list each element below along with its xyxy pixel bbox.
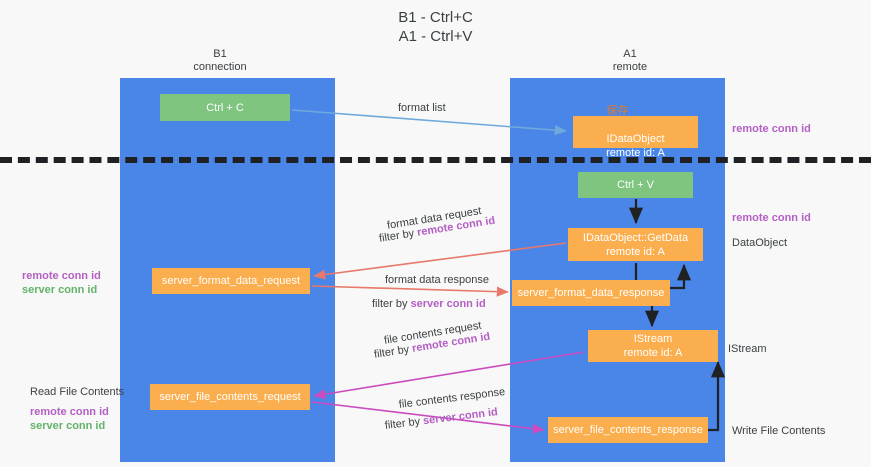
- node-idataobject-top-title: 保存 IDataObject: [606, 104, 664, 146]
- swimlane-header-b1: B1 connection: [193, 48, 247, 73]
- filter-prefix: filter by: [378, 226, 419, 245]
- annotation-left-read-file-contents: Read File Contents: [30, 386, 125, 398]
- node-getdata-subtitle: remote id: A: [606, 245, 665, 258]
- edge-label-format-list: format list: [398, 102, 446, 114]
- filter-key: server conn id: [410, 298, 486, 310]
- annotation-left-server-conn-id-2: server conn id: [30, 420, 106, 432]
- filter-prefix: filter by: [373, 342, 414, 361]
- swimlane-header-a1: A1 remote: [612, 48, 648, 73]
- page-title: B1 - Ctrl+C A1 - Ctrl+V: [398, 9, 473, 45]
- node-server-format-data-request-label: server_format_data_request: [161, 275, 301, 287]
- annotation-right-istream: IStream: [728, 343, 767, 355]
- node-server-file-contents-request[interactable]: server_file_contents_request: [150, 384, 310, 410]
- annotation-left-remote-conn-id: remote conn id: [22, 270, 101, 282]
- node-istream-title: IStream: [633, 333, 673, 345]
- node-idataobject-top-main-text: IDataObject: [606, 133, 665, 145]
- node-server-file-contents-response-label: server_file_contents_response: [553, 424, 703, 436]
- filter-prefix: filter by: [372, 298, 411, 310]
- phase-divider: [0, 157, 871, 163]
- node-ctrl-c-label: Ctrl + C: [206, 101, 244, 114]
- annotation-left-read-file-contents-group: Read File Contents remote conn id server…: [30, 385, 124, 433]
- node-server-format-data-request[interactable]: server_format_data_request: [152, 268, 310, 294]
- annotation-right-dataobject: DataObject: [732, 237, 788, 249]
- filter-key: server conn id: [422, 406, 499, 428]
- node-server-file-contents-response[interactable]: server_file_contents_response: [548, 417, 708, 443]
- annotation-left-remote-conn-id-2: remote conn id: [30, 406, 109, 418]
- node-idataobject-getdata[interactable]: IDataObject::GetData remote id: A: [568, 228, 703, 261]
- node-istream-subtitle: remote id: A: [623, 347, 683, 359]
- annotation-right-write-file-contents: Write File Contents: [732, 425, 826, 437]
- filter-prefix: filter by: [384, 415, 424, 432]
- node-ctrl-c[interactable]: Ctrl + C: [160, 94, 290, 121]
- node-ctrl-v-label: Ctrl + V: [617, 179, 654, 191]
- edge-label-format-data-response: format data response: [385, 274, 489, 286]
- annotation-right-remote-conn-id-1: remote conn id: [732, 123, 811, 135]
- annotation-left-conn-ids-1: remote conn id server conn id: [22, 269, 101, 297]
- node-idataobject-top-subtitle: remote id: A: [606, 147, 665, 159]
- annotation-left-server-conn-id: server conn id: [22, 284, 98, 296]
- annotation-right-remote-conn-id-2: remote conn id: [732, 212, 811, 224]
- node-server-format-data-response[interactable]: server_format_data_response: [512, 280, 670, 306]
- node-server-file-contents-request-label: server_file_contents_request: [159, 391, 301, 403]
- edge-label-format-data-response-filter: filter by server conn id: [372, 297, 486, 311]
- node-istream[interactable]: IStream remote id: A: [588, 330, 718, 362]
- node-ctrl-v[interactable]: Ctrl + V: [578, 172, 693, 198]
- node-idataobject-top[interactable]: 保存 IDataObject remote id: A: [573, 105, 698, 159]
- node-getdata-title: IDataObject::GetData: [582, 231, 689, 244]
- node-idataobject-top-ghost-text: 保存: [606, 105, 629, 117]
- node-server-format-data-response-label: server_format_data_response: [517, 287, 665, 299]
